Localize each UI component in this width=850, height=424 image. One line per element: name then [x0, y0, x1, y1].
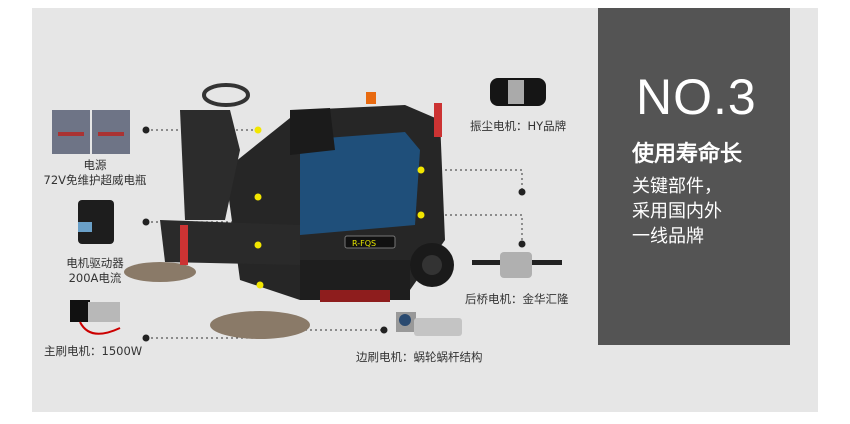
- description-line: 一线品牌: [632, 226, 704, 247]
- side-brush-label: 边刷电机：蜗轮蜗杆结构: [356, 350, 483, 364]
- model-badge: R-FQS: [352, 239, 376, 248]
- rear-axle-label: 后桥电机：金华汇隆: [465, 292, 569, 306]
- main-brush-label: 主刷电机：1500W: [44, 344, 143, 358]
- controller-label: 电机驱动器 200A电流: [40, 256, 150, 286]
- battery-image: [52, 110, 130, 154]
- main-brush-motor-image: [70, 300, 121, 335]
- controller-detail: 200A电流: [68, 271, 122, 285]
- feature-title: 使用寿命长: [632, 142, 743, 167]
- rear-axle-image: [472, 252, 562, 278]
- side-brush-motor-image: [396, 312, 462, 336]
- battery-name: 电源: [83, 158, 107, 172]
- controller-name: 电机驱动器: [66, 256, 124, 270]
- feature-description: 关键部件， 采用国内外 一线品牌: [632, 174, 722, 249]
- description-line: 采用国内外: [632, 201, 722, 222]
- battery-label: 电源 72V免维护超威电瓶: [40, 158, 150, 188]
- sweeper-machine: R-FQS: [124, 83, 454, 339]
- dust-motor-label: 振尘电机：HY品牌: [470, 119, 567, 133]
- leader-dots: [142, 126, 526, 342]
- description-line: 关键部件，: [632, 176, 722, 197]
- battery-detail: 72V免维护超威电瓶: [43, 173, 147, 187]
- controller-image: [78, 200, 114, 244]
- dust-motor-image: [490, 78, 546, 106]
- info-panel: NO.3 使用寿命长 关键部件， 采用国内外 一线品牌: [598, 8, 790, 345]
- callout-dots: [254, 126, 425, 289]
- feature-number: NO.3: [636, 69, 757, 125]
